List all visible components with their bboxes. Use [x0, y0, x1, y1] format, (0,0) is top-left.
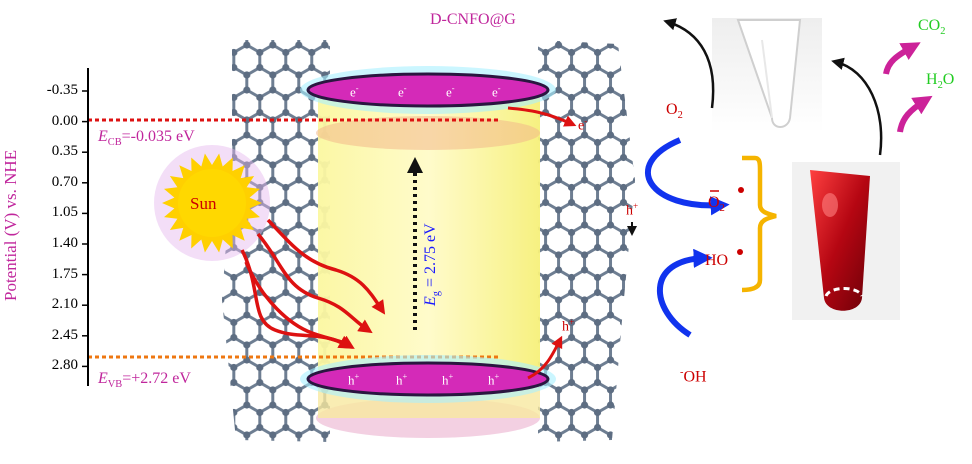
- band-gap-label: Eg = 2.75 eV: [422, 223, 443, 306]
- graphene-hole: h+: [626, 201, 639, 219]
- axis-tick-label: 2.80: [51, 357, 78, 374]
- h2o-product-arrow: [897, 95, 933, 133]
- axis-tick-label: -0.35: [46, 82, 78, 98]
- clear-solution-photo: [712, 18, 822, 133]
- degradation-arrow-right: [831, 57, 883, 156]
- valence-band-disk: [300, 355, 556, 403]
- co2-label: CO2: [918, 17, 946, 38]
- vb-hole-4: h+: [488, 371, 500, 388]
- transferred-hole: h+: [562, 317, 575, 335]
- evb-label: EVB=+2.72 eV: [98, 370, 191, 391]
- hole-transfer-arrow: [527, 335, 563, 380]
- degradation-arrow-left: [663, 18, 715, 109]
- axis-tick-marks: [82, 90, 88, 368]
- graphene-sheet-right: [538, 40, 635, 442]
- potential-axis: [82, 68, 89, 386]
- hydroxyl-radical-dot: [737, 249, 743, 255]
- superoxide-label: O2: [708, 194, 725, 215]
- axis-tick-label: 1.40: [51, 235, 78, 251]
- oxygen-label: O2: [666, 101, 683, 122]
- hydroxyl-radical-label: HO: [705, 252, 729, 269]
- co2-product-arrow: [883, 42, 921, 75]
- vb-hole-1: h+: [348, 371, 360, 388]
- vb-hole-3: h+: [442, 371, 454, 388]
- y-axis-label: Potential (V) vs. NHE: [1, 149, 20, 301]
- light-ray-arrows: [240, 218, 386, 349]
- cb-electron-4: e-: [492, 83, 501, 100]
- cb-electron-3: e-: [446, 83, 455, 100]
- axis-tick-label: 0.70: [51, 173, 78, 190]
- axis-tick-label: 2.45: [51, 326, 78, 343]
- superoxide-formation-arrow: [644, 137, 730, 216]
- vb-hole-2: h+: [396, 371, 408, 388]
- electron-transfer-arrow: [507, 106, 577, 127]
- superoxide-radical-dot: [738, 187, 744, 193]
- axis-tick-label: 1.75: [51, 265, 78, 282]
- axis-tick-label: 2.10: [51, 296, 78, 313]
- hydroxide-label: -OH: [680, 367, 707, 386]
- conduction-band-disk: [300, 66, 556, 114]
- axis-tick-label: 0.35: [51, 143, 78, 160]
- axis-tick-label: 1.05: [51, 204, 78, 221]
- cb-electron-1: e-: [350, 83, 359, 100]
- sun-label: Sun: [190, 194, 217, 213]
- transferred-electron: e-: [578, 116, 588, 134]
- h2o-label: H2O: [926, 71, 955, 92]
- radical-bracket: [741, 155, 777, 293]
- graphene-sheet-left: [222, 40, 330, 442]
- diagram-title: D-CNFO@G: [430, 11, 516, 28]
- red-solution-photo: [792, 162, 900, 320]
- ecb-label: ECB=-0.035 eV: [98, 128, 195, 149]
- hydroxyl-formation-arrow: [656, 248, 713, 338]
- cb-electron-2: e-: [398, 83, 407, 100]
- sun-icon: [154, 145, 270, 261]
- axis-tick-label: 0.00: [51, 112, 78, 129]
